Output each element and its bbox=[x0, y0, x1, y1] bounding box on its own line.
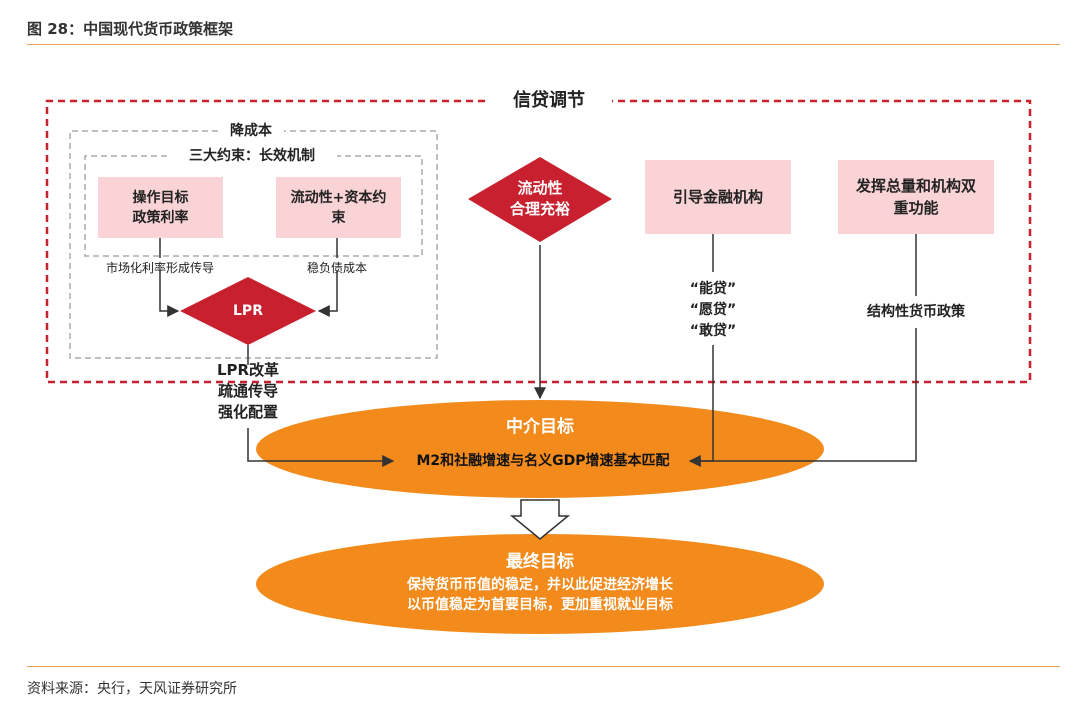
liquidity-diamond bbox=[468, 157, 612, 242]
lpr-reform-label: LPR改革 疏通传导 强化配置 bbox=[216, 361, 280, 421]
reduce-cost-title: 降成本 bbox=[230, 123, 272, 139]
stable-liability-label: 稳负债成本 bbox=[306, 261, 367, 275]
three-loans-label: “能贷” “愿贷” “敢贷” bbox=[689, 281, 737, 339]
lpr-label: LPR bbox=[233, 303, 263, 319]
intermediate-target-text: M2和社融增速与名义GDP增速基本匹配 bbox=[416, 453, 670, 469]
market-rate-label: 市场化利率形成传导 bbox=[105, 261, 214, 275]
final-target-text: 保持货币币值的稳定，并以此促进经济增长 以币值稳定为首要目标，更加重视就业目标 bbox=[407, 577, 673, 613]
liquidity-label: 流动性 合理充裕 bbox=[509, 179, 570, 218]
guide-institutions-box: 引导金融机构 bbox=[645, 160, 791, 234]
reduce-cost-border bbox=[69, 130, 438, 359]
intermediate-target-ellipse bbox=[256, 400, 824, 498]
credit-adjustment-border bbox=[45, 99, 1032, 384]
intermediate-target-title: 中介目标 bbox=[506, 417, 574, 437]
credit-adjustment-title: 信贷调节 bbox=[513, 90, 585, 111]
top-rule bbox=[27, 44, 1060, 45]
source-note: 资料来源：央行，天风证券研究所 bbox=[27, 681, 237, 697]
arrow-left-to-lpr bbox=[159, 270, 180, 317]
constraints-title: 三大约束：长效机制 bbox=[189, 148, 315, 164]
arrow-right-to-lpr bbox=[317, 270, 338, 317]
bottom-rule bbox=[27, 666, 1060, 667]
structural-policy-label: 结构性货币政策 bbox=[867, 304, 965, 320]
arrow-dual-to-intermediate bbox=[690, 328, 917, 462]
dual-function-box: 发挥总量和机构双 重功能 bbox=[838, 160, 994, 234]
liquidity-capital-box: 流动性+资本约 束 bbox=[276, 177, 401, 238]
arrow-lpr-to-intermediate bbox=[247, 428, 395, 467]
lpr-diamond bbox=[180, 277, 316, 345]
final-target-title: 最终目标 bbox=[506, 552, 574, 572]
constraints-border bbox=[84, 155, 423, 257]
hollow-down-arrow bbox=[509, 499, 571, 540]
figure-title: 图 28：中国现代货币政策框架 bbox=[27, 20, 234, 38]
operating-target-box: 操作目标 政策利率 bbox=[98, 177, 223, 238]
final-target-ellipse bbox=[256, 534, 824, 634]
